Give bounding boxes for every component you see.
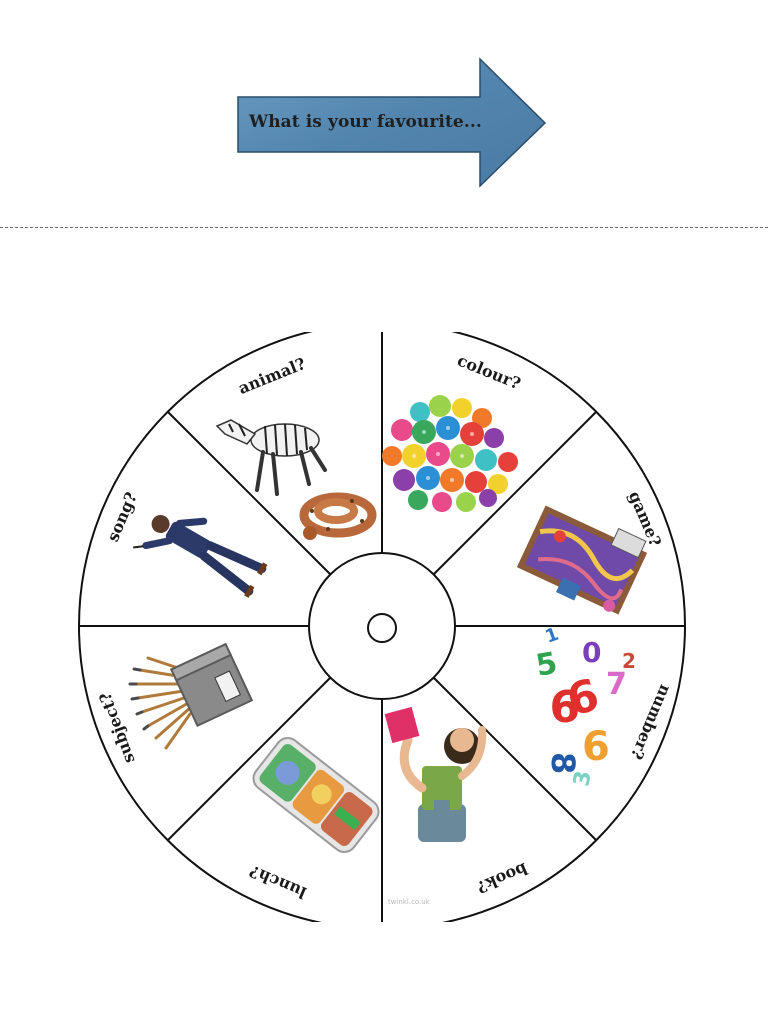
- zebra-and-snake-icon: [215, 419, 377, 540]
- dashed-cut-line: [0, 227, 768, 228]
- digit-8: 8: [544, 752, 582, 774]
- board-game-icon: [516, 505, 648, 615]
- digit-2: 2: [622, 649, 636, 673]
- arrow-title: What is your favourite...: [249, 112, 482, 132]
- title-arrow: [232, 56, 552, 192]
- paintbrushes-icon: [128, 642, 254, 750]
- credit-text: twinkl.co.uk: [388, 898, 430, 906]
- favourites-wheel: colour? game? number? book? lunch? subje…: [78, 332, 686, 922]
- digit-0: 0: [582, 636, 601, 669]
- digit-6-orange: 6: [582, 724, 610, 770]
- wheel-dividers: [79, 332, 685, 922]
- child-reading-book-icon: [384, 706, 487, 842]
- pin-hole: [367, 613, 397, 643]
- digit-9: 9: [549, 679, 580, 730]
- colourful-buttons-icon: [382, 395, 518, 512]
- lunchbox-icon: [252, 737, 380, 853]
- singer-icon: [133, 515, 268, 598]
- digit-3: 3: [569, 769, 596, 788]
- right-arrow-icon: [237, 57, 547, 188]
- digit-7: 7: [606, 667, 627, 702]
